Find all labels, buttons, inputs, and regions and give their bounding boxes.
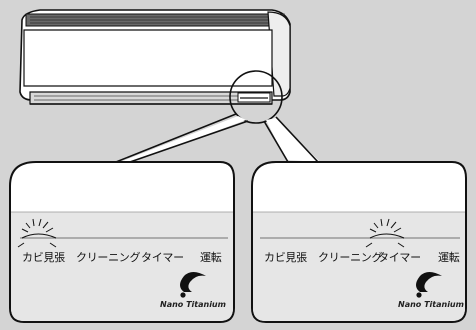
label-cleaning: クリーニング	[318, 251, 383, 264]
brand-name: Nano Titanium	[398, 300, 464, 309]
label-operation: 運転	[438, 251, 460, 264]
indicator-glow	[365, 218, 405, 248]
label-operation: 運転	[200, 251, 222, 264]
nano-titanium-logo-right	[416, 272, 442, 298]
air-conditioner-unit	[19, 9, 291, 105]
nano-titanium-logo-left	[180, 272, 206, 298]
callout-right	[263, 116, 320, 163]
indicator-glow	[17, 218, 57, 248]
brand-name: Nano Titanium	[160, 300, 226, 309]
label-timer: タイマー	[378, 251, 421, 264]
label-cleaning: クリーニング	[76, 251, 141, 264]
callout-left	[115, 113, 249, 163]
label-mold-watch: カビ見張	[22, 251, 65, 264]
magnifier-circle	[229, 70, 283, 124]
zoom-panel-left	[9, 161, 235, 323]
zoom-panel-right	[251, 161, 467, 323]
label-timer: タイマー	[141, 251, 184, 264]
label-mold-watch: カビ見張	[264, 251, 307, 264]
